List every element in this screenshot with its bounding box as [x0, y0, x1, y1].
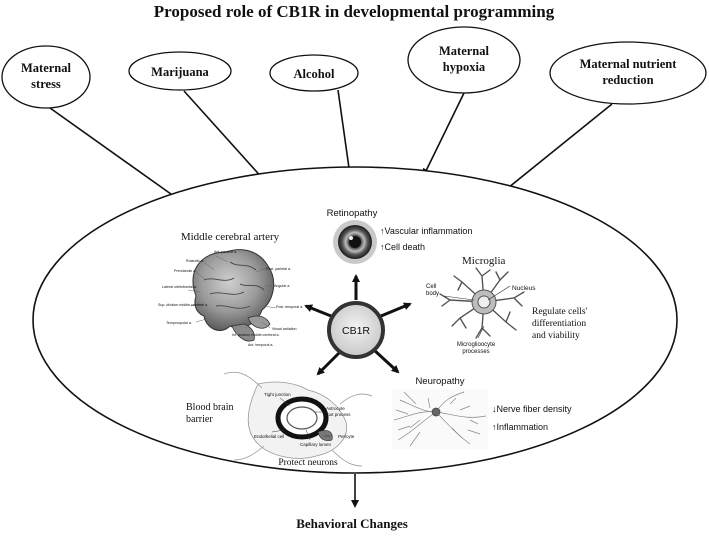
microglia-panel: Microglia Cell body Nucleus Microglioocy…: [426, 255, 588, 355]
microglia-label-lines: [443, 285, 511, 339]
brain-label: Angular a.: [274, 284, 290, 288]
eye-icon: [333, 220, 377, 264]
brain-label: Inf. division middle cerebral a.: [232, 333, 280, 337]
brain-label: Rolandic a.: [186, 259, 204, 263]
brain-label: Ant. temporal a.: [248, 343, 273, 347]
retinopathy-title: Retinopathy: [327, 208, 378, 219]
bbb-tight-junction-label: Tight junction: [264, 392, 291, 397]
cb1r-node: [327, 301, 385, 359]
capillary-lumen: [286, 406, 318, 430]
arrow-alcohol: [337, 89, 354, 177]
bbb-astrocyte-label: foot process: [326, 412, 351, 417]
microglia-cell-illustration: [439, 267, 525, 339]
bbb-function: Protect neurons: [278, 458, 338, 468]
outcome-label: Behavioral Changes: [296, 516, 408, 531]
microglia-function: differentiation: [532, 318, 586, 329]
arrow-to-microglia: [375, 302, 412, 320]
microglia-title: Microglia: [462, 255, 505, 267]
brain-labels: Ant. parietal a. Rolandic a. Prerolandic…: [158, 250, 303, 347]
arrow-stress: [49, 107, 194, 211]
factor-label: hypoxia: [443, 60, 486, 74]
factor-arrows: [49, 89, 613, 211]
bbb-pericyte-label: Pericyte: [338, 434, 355, 439]
arrow-to-bbb: [316, 350, 342, 376]
retinopathy-panel: Retinopathy ↑Vascular inflammation ↑Cell…: [327, 208, 472, 264]
brain-label: Post. parietal a.: [266, 267, 291, 271]
factor-marijuana: Marijuana: [128, 51, 232, 91]
brain-label: Sup. division middle cerebral a.: [158, 303, 208, 307]
factor-alcohol: Alcohol: [269, 54, 359, 92]
brain-label: Temporopolar a.: [166, 321, 192, 325]
neuropathy-panel: Neuropathy ↓Nerve fiber density ↑Inflamm…: [392, 376, 572, 449]
microglia-function: and viability: [532, 331, 580, 341]
brain-illustration: [192, 249, 275, 342]
brain-label: Visual radiation: [272, 327, 297, 331]
microglia-cell-body-label: body: [426, 291, 439, 297]
retinopathy-effect-1: ↑Vascular inflammation: [380, 226, 472, 236]
factor-label: stress: [31, 77, 61, 91]
microglia-processes-label: Microglioocyte: [457, 342, 496, 348]
bbb-endothelial-label: Endothelial cell: [254, 434, 284, 439]
retinopathy-effect-2: ↑Cell death: [380, 242, 425, 252]
bbb-astrocyte-label: Astrocyte: [326, 406, 345, 411]
arrow-marijuana: [183, 90, 267, 183]
cb1r-label: CB1R: [342, 325, 370, 337]
factor-label: Maternal: [21, 61, 72, 75]
brain-label: Prerolandic a.: [174, 269, 196, 273]
neuropathy-effect-2: ↑Inflammation: [492, 422, 548, 432]
neuron-illustration: [392, 389, 488, 449]
brain-label-lines: [187, 255, 277, 329]
neuropathy-effect-1: ↓Nerve fiber density: [492, 404, 572, 414]
arrow-nutrient: [496, 103, 613, 198]
microglia-function: Regulate cells': [532, 307, 588, 317]
factor-label: Alcohol: [294, 67, 336, 81]
bbb-title: barrier: [186, 414, 213, 425]
microglia-nucleus-label: Nucleus: [512, 285, 536, 292]
arrow-hypoxia: [423, 92, 465, 177]
bbb-panel: Blood brain barrier Tight junction Astro…: [186, 371, 373, 468]
microglia-processes-label: processes: [462, 349, 489, 355]
brain-label: Lateral orbitofrontal a.: [162, 285, 197, 289]
pericyte-icon: [317, 430, 333, 442]
bbb-illustration: [223, 371, 373, 467]
bbb-label-lines: [271, 397, 332, 441]
brain-label: Post. temporal a.: [276, 305, 303, 309]
brain-title: Middle cerebral artery: [181, 231, 280, 243]
factor-maternal-stress: Maternal stress: [1, 45, 91, 109]
brain-label: Ant. parietal a.: [214, 250, 237, 254]
arrow-to-neuropathy: [372, 348, 400, 374]
factor-maternal-hypoxia: Maternal hypoxia: [407, 26, 521, 94]
bbb-capillary-label: Capillary lumen: [300, 442, 332, 447]
factor-label: Maternal nutrient: [580, 57, 678, 71]
factor-maternal-nutrient-reduction: Maternal nutrient reduction: [549, 41, 707, 105]
brain-panel: Middle cerebral artery Ant. parietal a. …: [158, 231, 303, 347]
factor-label: Marijuana: [151, 65, 209, 79]
factor-label: reduction: [602, 73, 653, 87]
bbb-title: Blood brain: [186, 402, 234, 413]
microglia-cell-body-label: Cell: [426, 284, 436, 290]
microglia-nucleus: [477, 295, 491, 309]
neuropathy-title: Neuropathy: [415, 376, 464, 387]
diagram-title: Proposed role of CB1R in developmental p…: [154, 2, 555, 21]
factor-label: Maternal: [439, 44, 490, 58]
